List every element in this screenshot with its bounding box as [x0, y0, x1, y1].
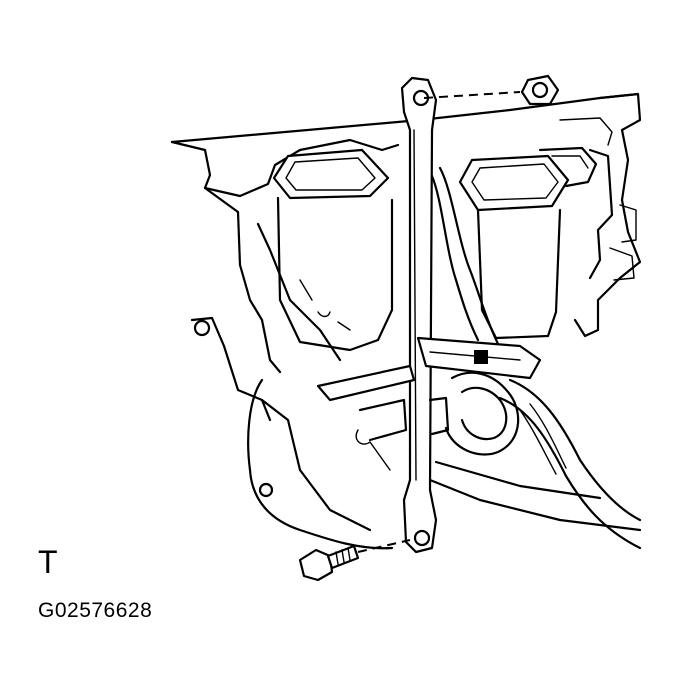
view-letter: T — [38, 544, 58, 580]
nut-guide-line — [423, 91, 521, 99]
bolt-guide-line — [357, 539, 411, 553]
side-brace — [190, 222, 642, 550]
left-duct — [272, 148, 394, 352]
nut — [520, 74, 560, 106]
wire-harness — [430, 166, 642, 550]
harness-clamp — [316, 336, 542, 402]
figure-code: G02576628 — [38, 599, 153, 622]
heater-housing-top — [170, 92, 642, 338]
bolt — [298, 544, 360, 582]
mounting-bracket — [400, 76, 438, 554]
right-duct — [458, 146, 598, 340]
